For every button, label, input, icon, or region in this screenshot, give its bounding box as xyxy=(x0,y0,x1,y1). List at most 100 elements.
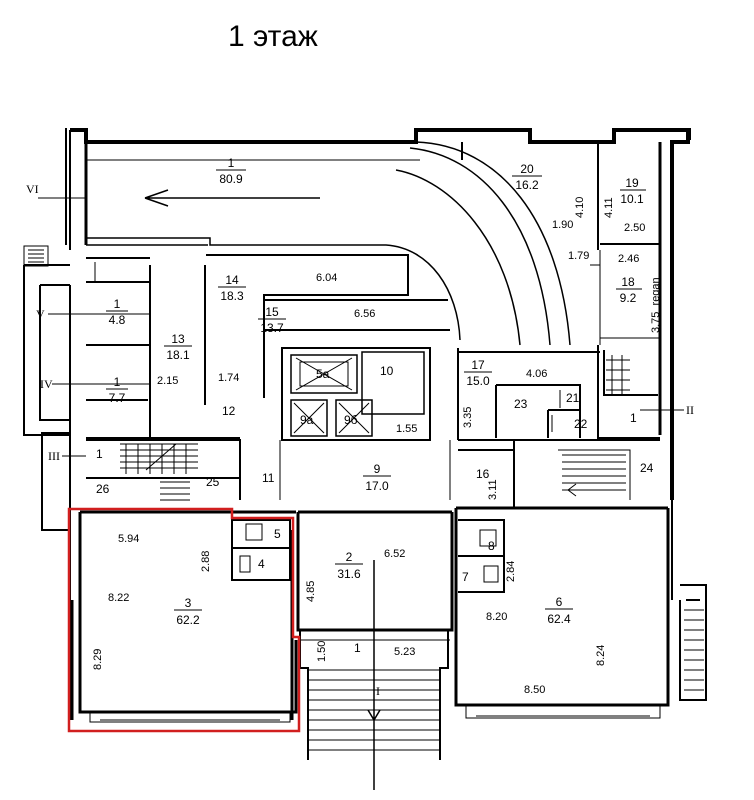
room-number: 19 xyxy=(625,176,639,190)
room-number: 11 xyxy=(262,471,275,485)
room-number: 9 xyxy=(374,462,381,476)
room-area: 31.6 xyxy=(337,567,361,581)
dimension-label: 8.29 xyxy=(92,649,104,670)
dimension-label: 5.23 xyxy=(394,646,415,658)
dimension-label: 6.52 xyxy=(384,548,405,560)
room-labels: 1 80.9 20 16.2 19 10.1 18 9.2 14 18.3 15… xyxy=(96,156,654,655)
section-mark-vi: VI xyxy=(26,182,39,196)
room-number: 16 xyxy=(476,467,490,481)
dimension-label: 1.55 xyxy=(396,423,417,435)
dimension-label: 8.20 xyxy=(486,611,507,623)
room-label: 20 16.2 xyxy=(512,162,542,192)
dimension-label: 4.85 xyxy=(305,581,317,602)
dimension-label: 4.10 xyxy=(574,197,586,218)
room-number: 1 xyxy=(630,411,637,425)
dimension-label: 8.24 xyxy=(595,645,607,666)
room-number: 22 xyxy=(574,417,588,431)
room-label: 15 13.7 xyxy=(258,305,286,335)
section-mark-iv: IV xyxy=(40,377,53,391)
room-number: 17 xyxy=(471,358,485,372)
room-number: 7 xyxy=(462,570,469,584)
room-area: 9.2 xyxy=(620,291,637,305)
dimension-label: 2.84 xyxy=(505,561,517,582)
floor-title: 1 этаж xyxy=(228,20,318,53)
dimension-label: 2.15 xyxy=(157,375,178,387)
room-label: 17 15.0 xyxy=(464,358,492,388)
room-area: 7.7 xyxy=(109,391,126,405)
dimension-label: 2.46 xyxy=(618,253,639,265)
room-label: 1 4.8 xyxy=(106,297,128,327)
room-number: 12 xyxy=(222,404,236,418)
room-number: 1 xyxy=(96,447,103,461)
lift-label: 9а xyxy=(300,413,314,427)
room-number: 21 xyxy=(566,391,580,405)
room-number: 26 xyxy=(96,482,110,496)
room-area: 18.1 xyxy=(166,348,190,362)
room-area: 80.9 xyxy=(219,172,243,186)
dimension-label: 1.50 xyxy=(316,641,328,662)
room-label: 14 18.3 xyxy=(218,273,246,303)
dimension-label: 2.50 xyxy=(624,222,645,234)
room-number: 15 xyxy=(265,305,279,319)
dimension-label: 4.06 xyxy=(526,368,547,380)
room-label: 18 9.2 xyxy=(616,275,642,305)
dimensions: 1.90 4.11 2.50 1.79 2.46 3.75_regan 6.04… xyxy=(92,197,662,696)
room-label: 6 62.4 xyxy=(545,595,573,626)
room-label: 9 17.0 xyxy=(363,462,391,493)
dimension-label: 3.75_regan xyxy=(650,277,662,333)
dimension-label: 8.50 xyxy=(524,684,545,696)
room-area: 13.7 xyxy=(260,321,284,335)
section-mark-iii: III xyxy=(48,449,60,463)
room-area: 17.0 xyxy=(365,479,389,493)
room-area: 62.2 xyxy=(176,613,200,627)
room-number: 14 xyxy=(225,273,239,287)
dimension-label: 1.74 xyxy=(218,372,239,384)
section-mark-ii: II xyxy=(686,403,694,417)
room-number: 24 xyxy=(640,461,654,475)
room-label: 3 62.2 xyxy=(174,596,202,627)
ramp: VI xyxy=(26,141,571,346)
room-area: 10.1 xyxy=(620,192,644,206)
room-number: 23 xyxy=(514,397,528,411)
room-number: 1 xyxy=(228,156,235,170)
dimension-label: 6.56 xyxy=(354,308,375,320)
room-number: 10 xyxy=(380,364,394,378)
room-area: 18.3 xyxy=(220,289,244,303)
room-label: 1 7.7 xyxy=(106,375,128,405)
room-number: 2 xyxy=(346,550,353,564)
room-area: 62.4 xyxy=(547,612,571,626)
room-number: 6 xyxy=(556,595,563,609)
highlighted-room-outline xyxy=(67,507,301,733)
section-markers: V IV III II I xyxy=(36,307,694,698)
room-number: 13 xyxy=(171,332,185,346)
dimension-label: 5.94 xyxy=(118,533,139,545)
room-label: 13 18.1 xyxy=(164,332,192,362)
section-mark-i: I xyxy=(376,684,380,698)
dimension-label: 3.11 xyxy=(487,479,499,500)
room-number: 1 xyxy=(114,375,121,389)
dimension-label: 1.79 xyxy=(568,250,589,262)
room-number: 25 xyxy=(206,475,220,489)
dimension-label: 8.22 xyxy=(108,592,129,604)
room-number: 18 xyxy=(621,275,635,289)
partitions xyxy=(48,142,684,790)
dimension-label: 1.90 xyxy=(552,219,573,231)
section-mark-v: V xyxy=(36,307,45,321)
room-number: 8 xyxy=(488,539,495,553)
room-area: 15.0 xyxy=(466,374,490,388)
room-area: 16.2 xyxy=(515,178,539,192)
dimension-label: 3.35 xyxy=(462,407,474,428)
room-number: 5 xyxy=(274,527,281,541)
lift-label: 9б xyxy=(344,413,358,427)
dimension-label: 6.04 xyxy=(316,272,337,284)
room-number: 1 xyxy=(354,641,361,655)
dimension-label: 4.11 xyxy=(603,197,615,218)
room-number: 3 xyxy=(185,596,192,610)
room-number: 1 xyxy=(114,297,121,311)
room-label: 2 31.6 xyxy=(335,550,363,581)
room-label: 1 80.9 xyxy=(216,156,246,186)
dimension-label: 2.88 xyxy=(200,551,212,572)
room-area: 4.8 xyxy=(109,313,126,327)
lift-label: 5а xyxy=(316,367,330,381)
